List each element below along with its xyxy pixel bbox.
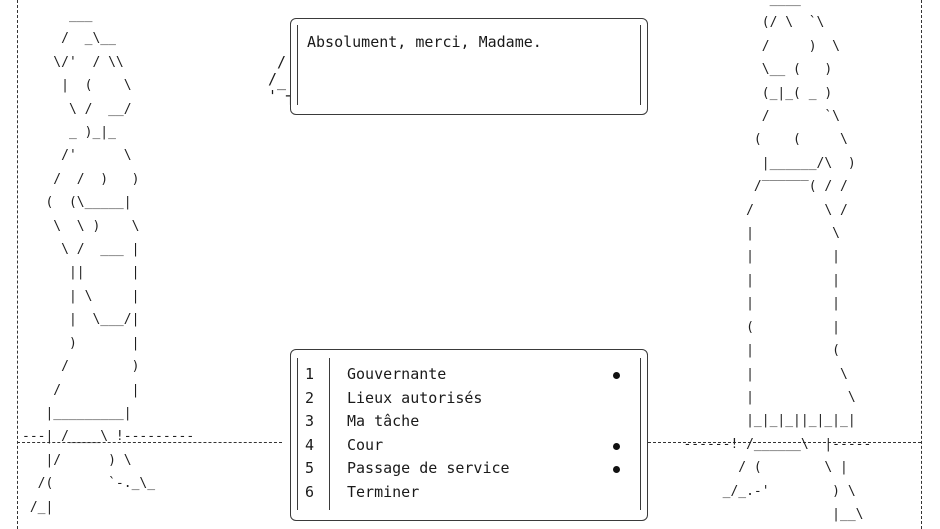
menu-option-number: 5 [305,459,315,478]
ground-line-right [648,442,921,443]
menu-option-4[interactable]: 4 Cour [291,434,647,457]
menu-option-number: 3 [305,412,315,431]
menu-option-5[interactable]: 5 Passage de service [291,457,647,480]
menu-option-6[interactable]: 6 Terminer [291,481,647,504]
new-topic-dot-icon [613,372,620,379]
menu-option-label: Gouvernante [347,365,447,383]
dialogue-choice-menu: 1 Gouvernante 2 Lieux autorisés 3 Ma tâche 4 Co… [290,349,648,521]
menu-option-label: Ma tâche [347,412,420,431]
new-topic-dot-icon [613,466,620,474]
menu-option-2[interactable]: 2 Lieux autorisés [291,387,647,410]
new-topic-dot-icon [613,442,620,450]
menu-inner-right-border [640,358,641,510]
frame-border-left [17,0,18,529]
ground-line-left [17,442,282,443]
menu-option-label: Lieux autorisés [347,388,483,407]
dialogue-text: Absolument, merci, Madame. [307,33,542,51]
menu-option-number: 1 [305,365,315,383]
character-right-ascii-art: ____ (/ \ `\ / ) \ \__ ( ) (_|_( _ ) / `… [683,0,872,522]
speech-bubble-inner-left-border [297,25,298,105]
speech-bubble: Absolument, merci, Madame. [290,18,648,115]
speech-bubble-inner-right-border [640,25,641,105]
character-left-ascii-art: ___ / _\__ \/' / \\ | ( \ \ / __/ _ )_|_… [22,8,195,515]
menu-option-label: Passage de service [347,459,510,478]
frame-border-right [921,0,922,529]
menu-number-column-divider [329,358,330,510]
menu-option-label: Terminer [347,483,420,501]
menu-option-3[interactable]: 3 Ma tâche [291,410,647,433]
speech-bubble-tail: / / '‾┐ [268,53,296,105]
menu-inner-left-border [297,358,298,510]
menu-option-number: 6 [305,483,315,501]
menu-option-label: Cour [347,435,384,454]
menu-option-number: 4 [305,435,315,454]
menu-option-number: 2 [305,388,315,407]
menu-option-1[interactable]: 1 Gouvernante [291,363,647,386]
